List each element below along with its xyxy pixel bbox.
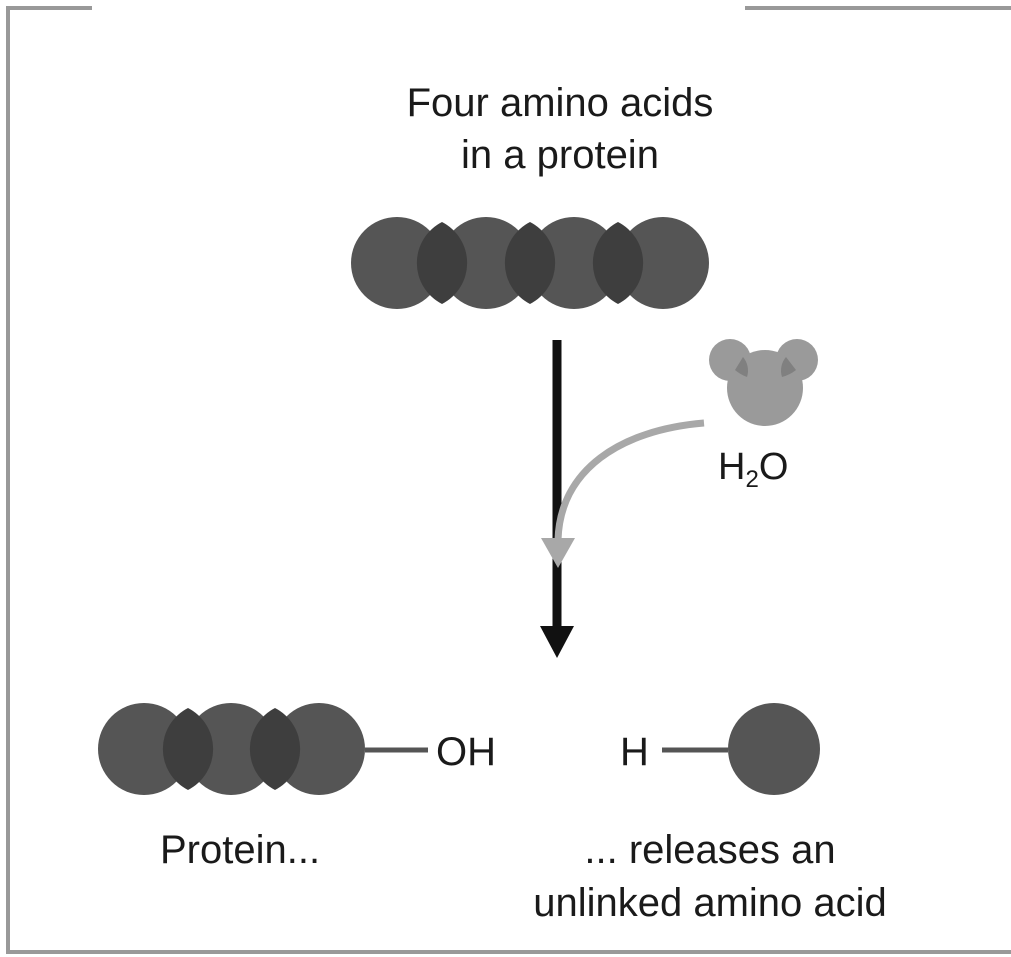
water-label: H2O <box>718 444 789 493</box>
water-molecule <box>709 339 818 426</box>
reaction-arrow-head <box>540 626 574 658</box>
water-label-o: O <box>758 446 789 488</box>
water-arrow-curve <box>554 419 705 541</box>
remaining-protein <box>98 703 428 795</box>
four-amino-acid-chain <box>351 217 709 309</box>
frame-left-top <box>6 6 1011 954</box>
water-oxygen <box>727 350 803 426</box>
free-amino-acid <box>728 703 820 795</box>
water-arrow <box>541 419 705 568</box>
remaining-overlap-1 <box>162 708 214 790</box>
released-amino-acid <box>662 703 820 795</box>
water-label-subscript: 2 <box>745 466 759 493</box>
title-line-2: in a protein <box>461 133 659 177</box>
remaining-amino-acid-3 <box>273 703 365 795</box>
amino-acid-1 <box>351 217 443 309</box>
amino-acid-3 <box>528 217 620 309</box>
water-overlap-right <box>781 357 796 377</box>
released-caption-line-2: unlinked amino acid <box>533 881 887 925</box>
reaction-arrow <box>540 340 574 658</box>
protein-caption: Protein... <box>160 828 321 872</box>
released-caption-line-1: ... releases an <box>584 828 836 872</box>
title-line-1: Four amino acids <box>406 81 714 125</box>
bond-overlap-1 <box>416 222 468 304</box>
remaining-overlap-2 <box>249 708 301 790</box>
amino-acid-4 <box>617 217 709 309</box>
water-arrow-head <box>541 538 575 568</box>
remaining-amino-acid-2 <box>185 703 277 795</box>
remaining-amino-acid-1 <box>98 703 190 795</box>
amino-acid-2 <box>440 217 532 309</box>
h-group-label: H <box>620 730 649 774</box>
bond-overlap-3 <box>592 222 644 304</box>
bond-overlap-2 <box>504 222 556 304</box>
water-label-h: H <box>718 446 746 488</box>
water-overlap-left <box>735 357 748 377</box>
frame <box>6 6 1011 954</box>
oh-group-label: OH <box>436 730 496 774</box>
